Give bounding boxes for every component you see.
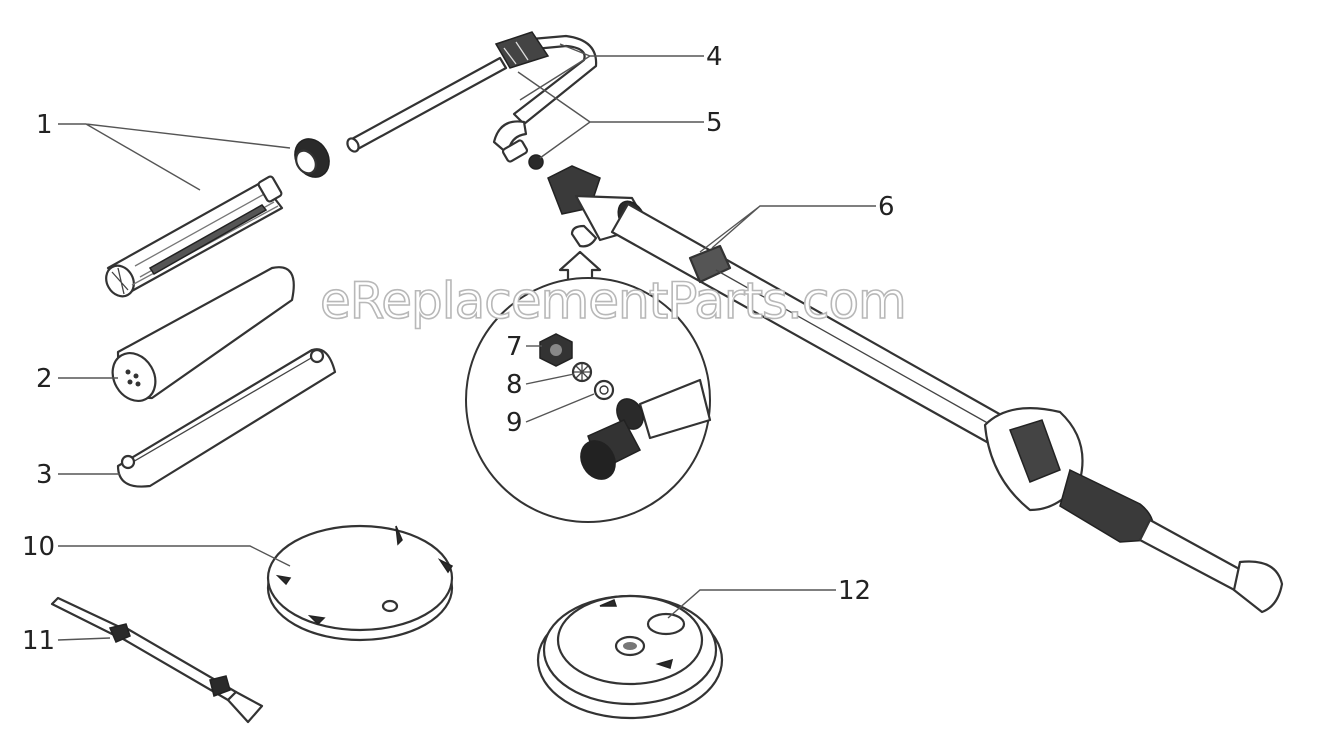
callout-3: 3 xyxy=(36,460,53,490)
part-10-end-cap xyxy=(266,524,454,642)
leader-lines xyxy=(57,43,876,641)
callout-4: 4 xyxy=(706,42,723,72)
part-4-feed-tube xyxy=(346,34,598,156)
callout-8: 8 xyxy=(506,370,523,400)
callout-9: 9 xyxy=(506,408,523,438)
part-2-roller-cover xyxy=(111,266,295,402)
callout-labels: 1 2 3 4 5 6 7 8 9 10 11 12 xyxy=(22,42,895,656)
part-1-filter xyxy=(105,138,330,298)
callout-10: 10 xyxy=(22,532,55,562)
part-12-end-plate xyxy=(536,594,724,720)
callout-11: 11 xyxy=(22,626,55,656)
callout-2: 2 xyxy=(36,364,53,394)
callout-12: 12 xyxy=(838,576,871,606)
callout-5: 5 xyxy=(706,108,723,138)
part-5-fittings xyxy=(494,31,550,170)
part-11-axle xyxy=(50,596,264,724)
detail-inset xyxy=(465,250,712,523)
callout-6: 6 xyxy=(878,192,895,222)
callout-1: 1 xyxy=(36,110,53,140)
callout-7: 7 xyxy=(506,332,523,362)
part-6-pole-handle xyxy=(547,165,1284,614)
part-3-shield xyxy=(116,348,337,488)
watermark-text: eReplacementParts.com xyxy=(320,272,906,330)
